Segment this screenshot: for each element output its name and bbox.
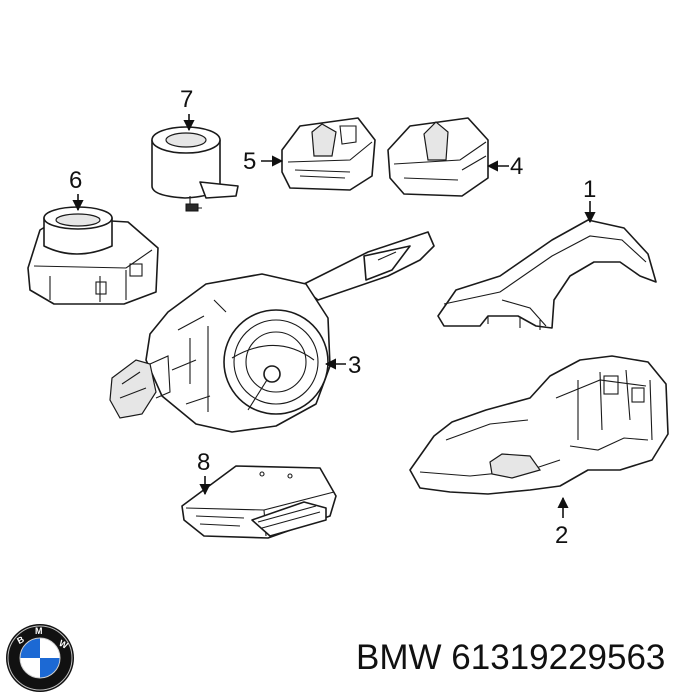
part-7-illustration xyxy=(151,126,239,212)
part-number: 61319229563 xyxy=(451,638,666,677)
callout-3: 3 xyxy=(348,352,361,379)
callout-7: 7 xyxy=(180,86,193,113)
callout-8: 8 xyxy=(197,449,210,476)
brand-name: BMW xyxy=(356,638,442,677)
part-8-illustration xyxy=(181,465,337,539)
callout-5: 5 xyxy=(243,148,256,175)
bmw-roundel-logo: B M W xyxy=(6,624,74,692)
svg-text:B: B xyxy=(15,634,26,646)
part-3-illustration xyxy=(109,231,435,433)
leader-lines xyxy=(72,114,596,518)
callout-1: 1 xyxy=(583,176,596,203)
part-1-illustration xyxy=(437,219,657,330)
callout-2: 2 xyxy=(555,522,568,549)
part-2-illustration xyxy=(409,355,669,495)
part-4-illustration xyxy=(387,117,489,197)
part-5-illustration xyxy=(281,117,376,191)
part-label: BMW 61319229563 xyxy=(356,638,665,678)
part-6-illustration xyxy=(27,206,159,305)
svg-text:M: M xyxy=(35,626,43,636)
callout-6: 6 xyxy=(69,167,82,194)
callout-4: 4 xyxy=(510,153,523,180)
